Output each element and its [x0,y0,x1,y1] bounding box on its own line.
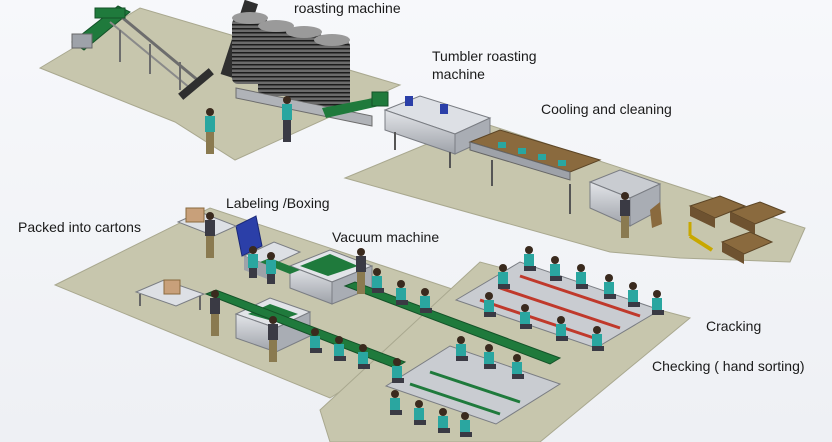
worker-figure-icon [358,344,370,369]
worker-figure-icon [524,246,536,271]
worker-figure-icon [604,274,616,299]
worker-figure-icon [205,212,215,258]
worker-figure-icon [420,288,432,313]
roasting-drum-icon [286,26,322,104]
worker-figure-icon [392,358,404,383]
label-cracking: Cracking [706,318,762,334]
label-tumbler-roasting-line1: Tumbler roasting [432,48,537,64]
label-cooling-cleaning: Cooling and cleaning [541,101,672,117]
worker-figure-icon [512,354,524,379]
roasting-machines [178,0,389,127]
worker-figure-icon [268,316,278,362]
worker-figure-icon [414,400,426,425]
worker-figure-icon [456,336,468,361]
worker-figure-icon [620,192,630,238]
worker-figure-icon [396,280,408,305]
carton-packing-station [134,279,206,310]
worker-figure-icon [310,328,322,353]
worker-figure-icon [205,108,215,154]
label-vacuum-machine: Vacuum machine [332,229,440,245]
inclined-feeder-conveyor [71,5,201,90]
worker-figure-icon [334,336,346,361]
worker-figure-icon [498,264,510,289]
worker-figure-icon [438,408,450,433]
worker-figure-icon [210,290,220,336]
worker-figure-icon [266,252,276,284]
worker-figure-icon [372,268,384,293]
worker-figure-icon [520,304,532,329]
label-roasting-machine: roasting machine [294,0,401,16]
worker-figure-icon [628,282,640,307]
roasting-drum-icon [314,34,350,112]
label-tumbler-roasting-line2: machine [432,66,485,82]
label-labeling-boxing: Labeling /Boxing [226,195,330,211]
worker-figure-icon [390,390,402,415]
worker-figure-icon [652,290,664,315]
worker-figure-icon [248,246,258,278]
workers [205,96,664,437]
nut-crates [650,195,787,264]
roasting-drum-icon [258,20,294,96]
tumbler-roasting-machine [383,95,492,168]
worker-figure-icon [576,264,588,289]
worker-figure-icon [484,344,496,369]
worker-figure-icon [550,256,562,281]
worker-figure-icon [460,412,472,437]
worker-figure-icon [484,292,496,317]
label-packed-into-cartons: Packed into cartons [18,219,141,235]
worker-figure-icon [356,248,366,294]
cooling-cleaning-line [468,129,662,227]
worker-figure-icon [556,316,568,341]
worker-figure-icon [592,326,604,351]
worker-figure-icon [282,96,292,142]
label-checking-hand-sorting: Checking ( hand sorting) [652,358,805,374]
pallet-jack [688,222,714,252]
